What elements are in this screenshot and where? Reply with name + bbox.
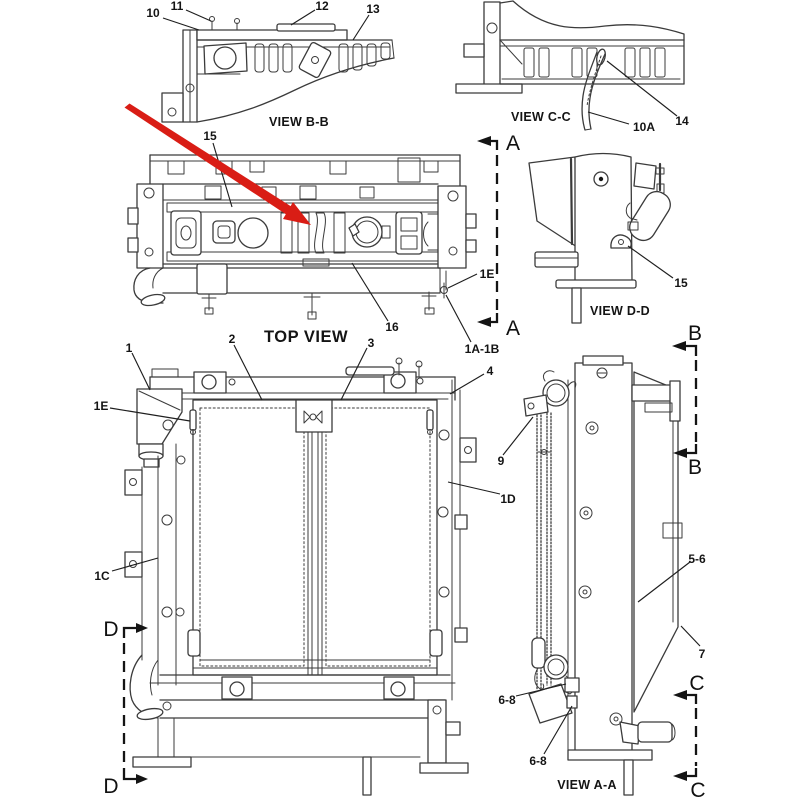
callout-15-top-view: 15 — [203, 129, 217, 143]
section-letter-c-top: C — [689, 672, 704, 695]
top-view-callouts: 15 16 1E 1A-1B TOP VIEW — [203, 129, 499, 356]
top-view-caption: TOP VIEW — [264, 328, 348, 346]
callout-1a-1b: 1A-1B — [465, 342, 500, 356]
callout-9: 9 — [498, 454, 505, 468]
section-letter-a-top: A — [506, 132, 520, 155]
view-cc-drawing — [455, 0, 685, 131]
section-letter-d-bottom: D — [103, 775, 118, 798]
view-dd-drawing — [528, 152, 671, 324]
callout-1e-top-view: 1E — [480, 267, 495, 281]
front-view-drawing — [124, 357, 477, 796]
view-dd-caption: VIEW D-D — [590, 304, 650, 318]
callout-5-6: 5-6 — [688, 552, 706, 566]
section-marker-d: D D — [103, 618, 148, 798]
view-bb-drawing — [161, 16, 395, 123]
callout-1e-front: 1E — [94, 399, 109, 413]
callout-6-8-lower: 6-8 — [529, 754, 547, 768]
callout-13: 13 — [366, 2, 380, 16]
callout-2: 2 — [229, 332, 236, 346]
callout-11: 11 — [171, 0, 184, 13]
callout-7: 7 — [699, 647, 706, 661]
view-cc-caption: VIEW C-C — [511, 110, 571, 124]
view-aa-drawing — [523, 355, 683, 796]
view-dd-callouts: 15 VIEW D-D — [590, 245, 688, 318]
red-highlight-arrow — [124, 103, 311, 225]
callout-1c: 1C — [94, 569, 110, 583]
front-view-callouts: 1 2 3 4 1E 1C 1D — [94, 332, 516, 583]
section-letter-b-bottom: B — [688, 456, 702, 479]
view-bb-caption: VIEW B-B — [269, 115, 329, 129]
callout-4: 4 — [487, 364, 494, 378]
section-marker-a: A A — [477, 132, 520, 340]
section-letter-d-top: D — [103, 618, 118, 641]
view-aa-caption: VIEW A-A — [557, 778, 617, 792]
callout-15-view-dd: 15 — [674, 276, 688, 290]
callout-12: 12 — [315, 0, 329, 13]
callout-10a: 10A — [633, 120, 655, 134]
callout-16: 16 — [385, 320, 399, 334]
callout-3: 3 — [368, 336, 375, 350]
view-aa-callouts: 9 5-6 7 6-8 6-8 VIEW A-A — [498, 416, 706, 792]
view-cc-callouts: 10A 14 VIEW C-C — [511, 60, 689, 134]
view-bb-callouts: 10 11 12 13 VIEW B-B — [146, 0, 380, 129]
top-view-drawing — [127, 154, 477, 320]
callout-14: 14 — [675, 114, 689, 128]
section-marker-b: B B — [672, 322, 702, 479]
callout-1: 1 — [126, 341, 133, 355]
section-letter-b-top: B — [688, 322, 702, 345]
section-letter-c-bottom: C — [690, 779, 705, 800]
section-marker-c: C C — [673, 672, 706, 800]
callout-1d: 1D — [500, 492, 516, 506]
callout-6-8-upper: 6-8 — [498, 693, 516, 707]
section-letter-a-bottom: A — [506, 317, 520, 340]
callout-10: 10 — [146, 6, 160, 20]
